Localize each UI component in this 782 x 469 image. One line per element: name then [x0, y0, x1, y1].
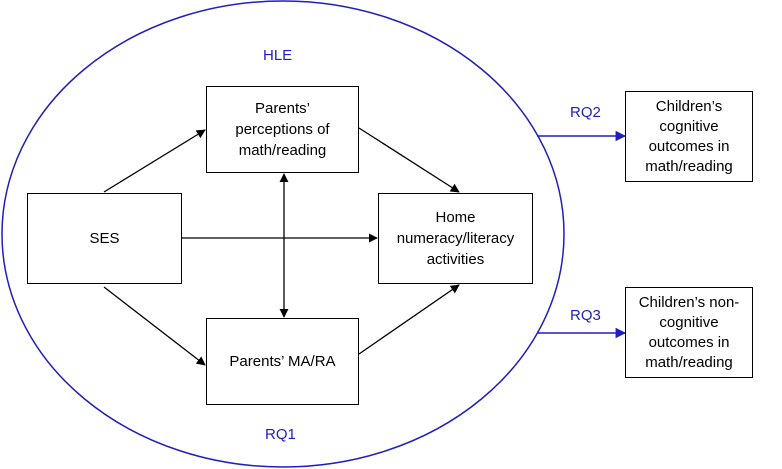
arrow-ses-to-ma-ra: [103, 286, 206, 366]
arrow-ses-to-perceptions: [103, 129, 206, 193]
node-children-cognitive-outcomes: Children’s cognitive outcomes in math/re…: [625, 91, 753, 182]
rq2-label: RQ2: [570, 104, 601, 121]
hle-boundary-ellipse: [1, 0, 565, 468]
node-parents-ma-ra: Parents’ MA/RA: [206, 318, 359, 405]
rq1-label: RQ1: [265, 426, 296, 443]
node-children-noncognitive-outcomes: Children’s non- cognitive outcomes in ma…: [625, 287, 753, 378]
node-home-activities: Home numeracy/literacy activities: [378, 193, 533, 284]
node-ses: SES: [27, 193, 182, 284]
arrow-perceptions-to-home: [358, 127, 460, 193]
rq3-label: RQ3: [570, 307, 601, 324]
node-parents-perceptions: Parents’ perceptions of math/reading: [206, 86, 359, 173]
hle-label: HLE: [263, 47, 293, 64]
arrow-ma-ra-to-home: [358, 284, 460, 355]
